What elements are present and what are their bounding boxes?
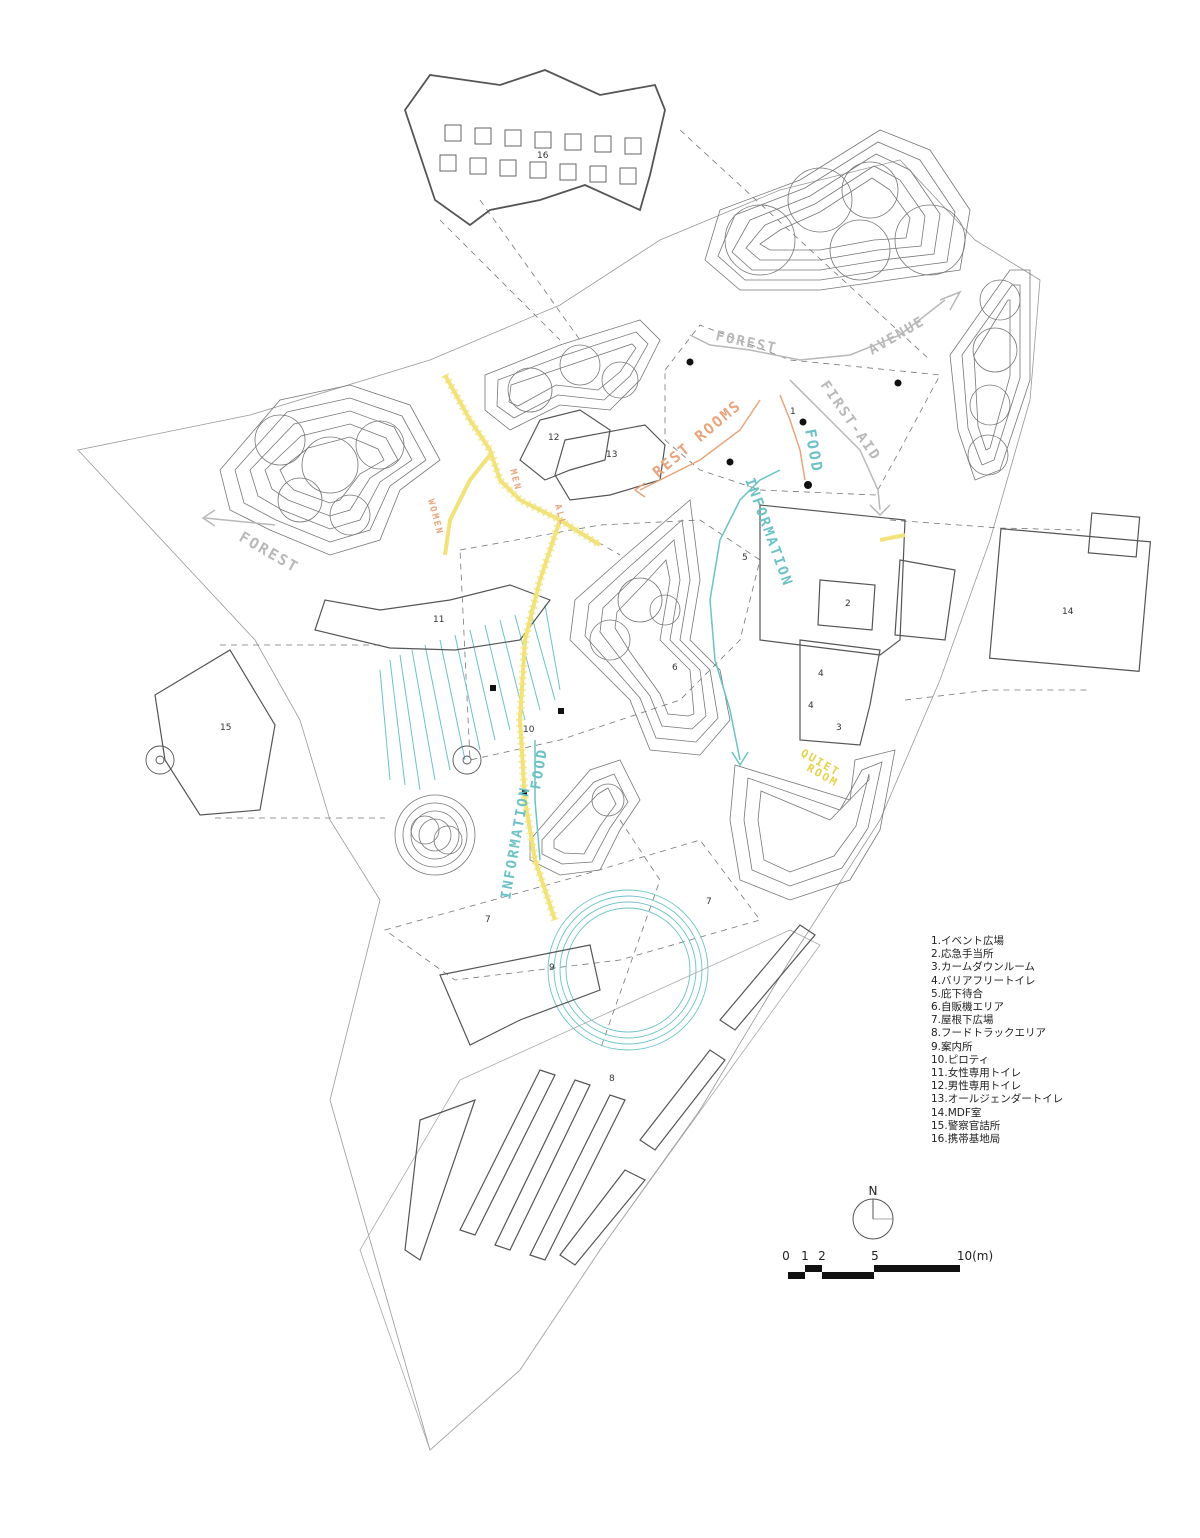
area-number-4b: 4 [808,701,814,711]
area-number-7a: 7 [485,915,491,925]
sign-forest-avenue-forest: FOREST [714,328,779,357]
sign-information-top: INFORMATION [741,476,795,589]
sign-food-bottom: FOOD [528,747,551,791]
legend-item: 13.オールジェンダートイレ [931,1093,1064,1106]
area-number-13: 13 [606,450,617,460]
scale-label-1: 1 [801,1249,809,1263]
legend-item: 8.フードトラックエリア [931,1027,1047,1040]
building-12 [519,409,611,481]
legend-item: 12.男性専用トイレ [931,1080,1022,1093]
area-number-15: 15 [220,723,231,733]
area-number-8: 8 [609,1074,615,1084]
area-number-1: 1 [790,407,796,417]
legend-item: 15.警察官詰所 [931,1119,1001,1132]
area-number-7b: 7 [706,897,712,907]
building-11 [314,584,551,651]
site-boundary [77,159,1041,1451]
scale-label-10: 10(m) [957,1249,993,1263]
legend-item: 4.バリアフリートイレ [931,974,1036,987]
food-truck-area [359,929,821,1451]
legend-list: 1.イベント広場 2.応急手当所 3.カームダウンルーム 4.バリアフリートイレ… [931,935,1063,1146]
scale-bar: 0 1 2 5 10(m) [782,1249,993,1279]
sign-women: WOMEN [425,498,444,536]
legend-item: 9.案内所 [931,1040,973,1053]
legend-item: 2.応急手当所 [931,948,994,961]
roof-circle [547,889,709,1051]
area-number-14: 14 [1062,607,1074,617]
building-14 [988,528,1152,672]
building-9 [439,944,601,1046]
legend-item: 3.カームダウンルーム [931,961,1035,974]
building-2 [759,504,906,656]
sign-forest-avenue-avenue: AVENUE [866,313,928,358]
north-arrow: N [852,1184,894,1240]
legend-item: 16.携帯基地局 [931,1133,1001,1146]
sign-rest-rooms: REST ROOMS [649,396,745,481]
sign-food-top: FOOD [801,428,826,475]
building-16 [404,69,666,227]
legend-item: 14.MDF室 [931,1106,982,1119]
legend-item: 7.屋根下広場 [931,1014,994,1027]
area-number-9: 9 [549,963,555,973]
area-number-2: 2 [845,599,851,609]
building-15 [154,649,276,816]
legend-item: 11.女性専用トイレ [931,1067,1022,1080]
area-number-5: 5 [742,553,748,563]
north-label: N [869,1184,878,1198]
legend-item: 1.イベント広場 [931,935,1005,947]
building-16-grid [439,124,642,185]
area-number-10: 10 [523,725,535,735]
dashed-lines [215,129,1090,1051]
area-number-3: 3 [836,723,842,733]
area-number-6: 6 [672,663,678,673]
area-numbers: 1 2 3 4 4 5 6 7 7 8 9 10 11 12 13 14 15 … [220,151,1074,1084]
sign-forest-left: FOREST [236,528,302,577]
area-number-11: 11 [433,615,444,625]
area-number-16: 16 [537,151,549,161]
scale-label-2: 2 [818,1249,826,1263]
arrows [201,290,962,861]
spiral-stairs [145,745,482,775]
signage: FOREST AVENUE FIRST-AID REST ROOMS FOOD … [236,313,928,900]
legend-item: 5.庇下待合 [931,987,984,1000]
sign-information-bottom: INFORMATION [498,785,534,901]
columns [490,358,902,795]
yellow-path-dots [441,373,603,922]
area-number-12: 12 [548,433,559,443]
planter-contours [219,129,1031,901]
legend-item: 6.自販機エリア [931,1001,1005,1014]
building-13 [554,424,666,501]
scale-label-0: 0 [782,1249,790,1263]
piloti-stripes [379,604,561,791]
scale-label-5: 5 [871,1249,879,1263]
legend-item: 10.ピロティ [931,1053,990,1066]
buildings [154,69,1152,1266]
sign-first-aid: FIRST-AID [817,378,884,464]
area-number-4a: 4 [818,669,824,679]
